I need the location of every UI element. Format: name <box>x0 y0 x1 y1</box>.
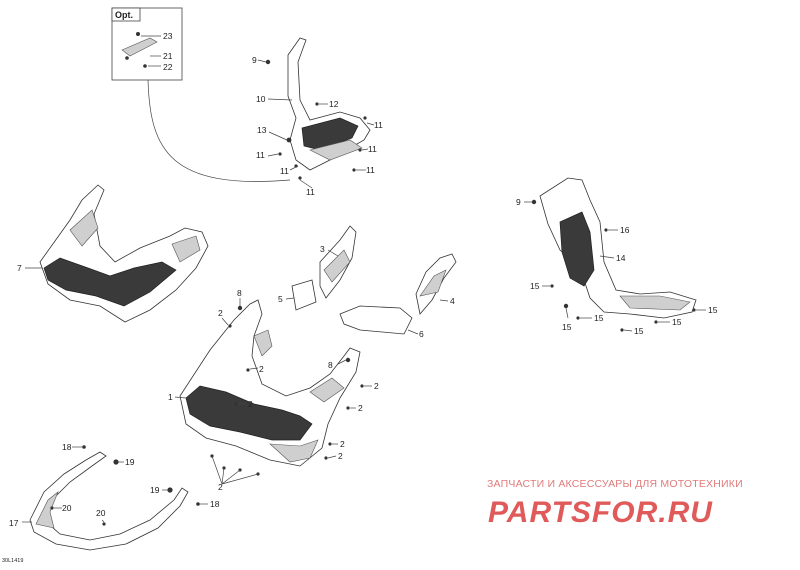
callout-2-b: 2 <box>259 364 264 374</box>
front-bumper-highlight <box>35 491 59 529</box>
opt-bolt-23 <box>136 32 140 36</box>
callout-14: 14 <box>616 253 626 263</box>
callout-11-c: 11 <box>280 166 289 176</box>
callout-2-h: 2 <box>218 482 223 492</box>
watermark: ЗАПЧАСТИ И АКСЕССУАРЫ ДЛЯ МОТОТЕХНИКИ PA… <box>487 478 743 529</box>
callout-1: 1 <box>168 392 173 402</box>
drawing-code: 30L1419 <box>2 558 23 564</box>
inner-panel-upper: 9 10 12 11 13 11 11 11 11 11 <box>252 37 383 197</box>
callout-2-c: 2 <box>248 399 253 409</box>
panel-4-face <box>419 269 447 297</box>
callout-21: 21 <box>163 51 173 61</box>
inner-panel-upper-lip <box>309 139 363 161</box>
panel-6 <box>339 305 413 335</box>
callout-18-left: 18 <box>62 442 72 452</box>
option-leader <box>147 79 291 182</box>
callout-15-b: 15 <box>562 322 572 332</box>
callout-11-a: 11 <box>374 120 383 130</box>
callout-11-d: 11 <box>368 144 377 154</box>
callout-2-g: 2 <box>338 451 343 461</box>
front-bumper-bar <box>29 451 189 551</box>
callout-4: 4 <box>450 296 455 306</box>
callout-18-right: 18 <box>210 499 220 509</box>
front-nose-left-edge <box>69 209 99 247</box>
option-box-frame <box>111 7 183 81</box>
callout-17: 17 <box>9 518 19 528</box>
callout-9-right: 9 <box>516 197 521 207</box>
callout-2-a: 2 <box>218 308 223 318</box>
front-fascia-grille <box>185 385 313 441</box>
callout-15-e: 15 <box>672 317 682 327</box>
front-fascia-chin <box>269 439 319 463</box>
callout-11-e: 11 <box>366 165 375 175</box>
option-tab <box>111 7 141 22</box>
callout-2-e: 2 <box>358 403 363 413</box>
callout-8-left: 8 <box>237 288 242 298</box>
callout-5: 5 <box>278 294 283 304</box>
callout-15-a: 15 <box>530 281 540 291</box>
callout-11-b: 11 <box>256 150 265 160</box>
callout-19-left: 19 <box>125 457 135 467</box>
callout-20-right: 20 <box>96 508 106 518</box>
callout-16: 16 <box>620 225 630 235</box>
callout-11-f: 11 <box>306 187 315 197</box>
inner-panel-right-floor <box>619 295 691 311</box>
option-box: Opt. 23 21 22 <box>111 7 291 182</box>
callout-6: 6 <box>419 329 424 339</box>
small-panels: 3 5 4 6 <box>278 225 457 339</box>
front-nose-grille <box>43 257 177 307</box>
callout-3: 3 <box>320 244 325 254</box>
callout-7: 7 <box>17 263 22 273</box>
callout-13: 13 <box>257 125 267 135</box>
panel-5 <box>291 279 317 311</box>
opt-bolt-21 <box>125 56 129 60</box>
callout-2-d: 2 <box>374 381 379 391</box>
callout-23: 23 <box>163 31 173 41</box>
front-fascia-headlight-left <box>253 329 273 357</box>
front-fascia: 8 2 2 2 1 8 2 2 2 2 2 <box>168 288 379 492</box>
callout-12: 12 <box>329 99 339 109</box>
watermark-tagline: ЗАПЧАСТИ И АКСЕССУАРЫ ДЛЯ МОТОТЕХНИКИ <box>487 478 743 490</box>
front-nose-right-edge <box>171 235 201 263</box>
callout-8-right: 8 <box>328 360 333 370</box>
panel-3-face <box>323 249 351 283</box>
inner-panel-right-shadow <box>559 211 595 287</box>
opt-bracket-part <box>121 37 158 57</box>
front-fascia-right-rib <box>309 377 345 403</box>
callout-22: 22 <box>163 62 173 72</box>
callout-15-d: 15 <box>634 326 644 336</box>
watermark-logo-text: PARTSFOR.RU <box>488 496 713 529</box>
inner-panel-right: 9 16 14 15 15 15 15 15 15 <box>516 177 718 336</box>
callout-19-right: 19 <box>150 485 160 495</box>
callout-15-f: 15 <box>708 305 718 315</box>
front-nose-panel: 7 <box>17 184 209 323</box>
opt-bolt-22 <box>143 64 147 68</box>
callout-2-f: 2 <box>340 439 345 449</box>
callout-9-upper: 9 <box>252 55 257 65</box>
option-label: Opt. <box>115 10 133 20</box>
callout-20-left: 20 <box>62 503 72 513</box>
front-bumper: 18 19 19 18 20 20 17 <box>9 442 220 551</box>
inner-panel-upper-shadow <box>301 117 359 151</box>
callout-10: 10 <box>256 94 266 104</box>
callout-15-c: 15 <box>594 313 604 323</box>
